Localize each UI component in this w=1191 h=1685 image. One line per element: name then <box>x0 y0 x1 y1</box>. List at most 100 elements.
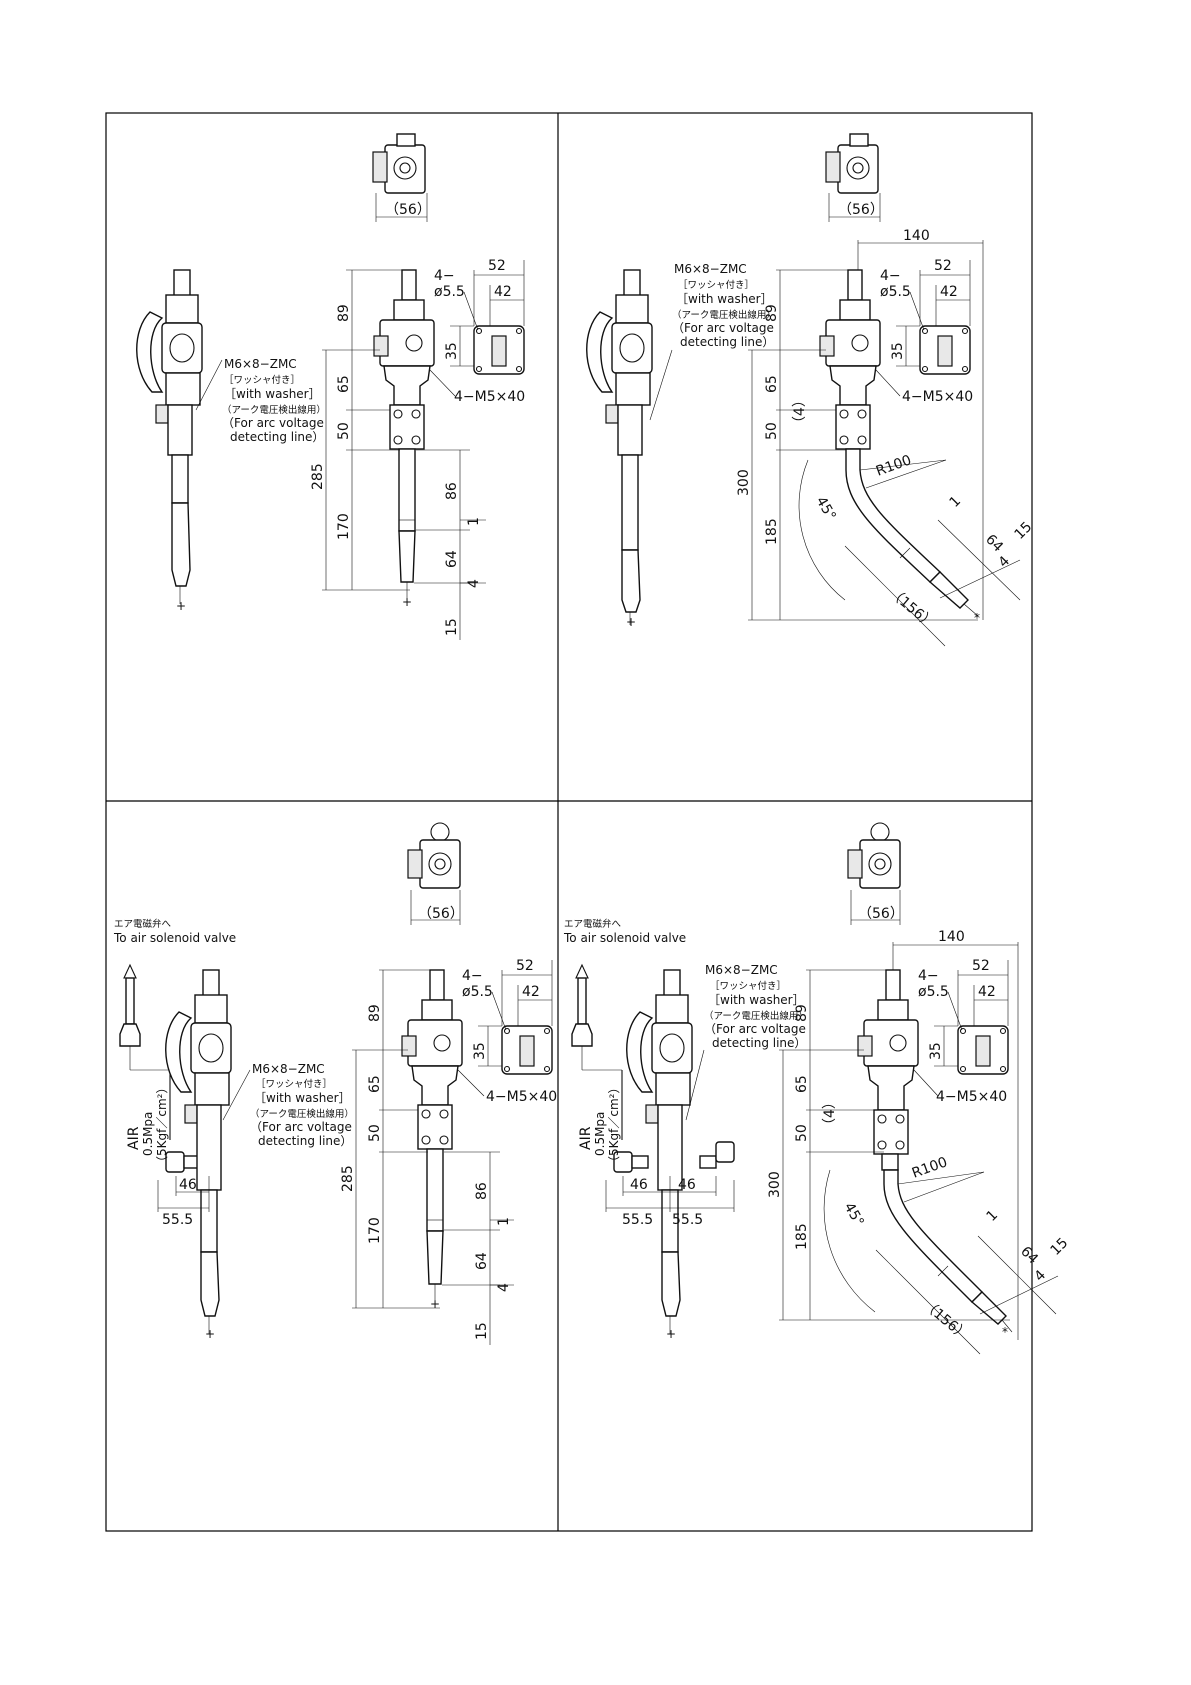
callout-en-washer: ［with washer］ <box>224 387 321 401</box>
air-jp-to: エア電磁弁へ <box>114 918 172 930</box>
svg-text:*: * <box>1002 1325 1008 1339</box>
svg-text:+: + <box>626 615 636 629</box>
dim-170: 170 <box>367 1217 383 1244</box>
callout-jp-arc: （アーク電圧検出線用） <box>672 309 776 321</box>
flange-view <box>429 260 525 397</box>
side-view-left: + <box>586 269 653 629</box>
callout-jp-washer: ［ワッシャ付き］ <box>710 981 786 992</box>
dim-holes-a: 4− <box>880 268 901 284</box>
callout-en-arc-2: detecting line） <box>258 1134 352 1148</box>
dim-35: 35 <box>472 1042 488 1060</box>
air-dim-46: 46 <box>179 1177 197 1193</box>
dim-r100: R100 <box>874 452 914 480</box>
callout-part: M6×8−ZMC <box>224 357 297 371</box>
dim-15: 15 <box>444 618 460 636</box>
dim-50: 50 <box>336 422 352 440</box>
callout-en-arc-1: （For arc voltage <box>222 416 324 430</box>
callout-jp-washer: ［ワッシャ付き］ <box>256 1079 332 1090</box>
svg-text:+: + <box>402 595 412 609</box>
svg-text:*: * <box>974 611 980 625</box>
dim-holes-b: ø5.5 <box>918 984 949 1000</box>
callout-jp-arc: （アーク電圧検出線用） <box>222 404 326 416</box>
dim-65: 65 <box>336 375 352 393</box>
dim-50: 50 <box>794 1124 810 1142</box>
dimension-chain <box>322 269 486 640</box>
dim-1: 1 <box>466 517 482 526</box>
dim-bolts: 4−M5×40 <box>936 1089 1007 1105</box>
air-dim-55: 55.5 <box>162 1212 193 1228</box>
main-view: + <box>373 269 435 609</box>
dim-50: 50 <box>367 1124 383 1142</box>
dim-156: （156） <box>919 1297 971 1344</box>
dim-35: 35 <box>444 342 460 360</box>
air-label: AIR <box>126 1126 142 1150</box>
top-view <box>825 133 881 222</box>
dim-4p: （4） <box>822 1095 838 1132</box>
air-label: AIR <box>578 1126 594 1150</box>
callout-jp-arc: （アーク電圧検出線用） <box>704 1010 808 1022</box>
dim-42: 42 <box>940 284 958 300</box>
callout-en-arc-1: （For arc voltage <box>672 321 774 335</box>
top-view <box>372 133 428 222</box>
air-dim-55a: 55.5 <box>622 1212 653 1228</box>
air-dims <box>157 1176 210 1212</box>
dim-52: 52 <box>488 258 506 274</box>
dim-285: 285 <box>340 1165 356 1192</box>
dim-140: 140 <box>938 929 965 945</box>
dim-bolts: 4−M5×40 <box>902 389 973 405</box>
air-dims <box>605 1176 735 1212</box>
dim-89: 89 <box>764 304 780 322</box>
top-view <box>407 822 461 925</box>
dim-64: 64 <box>1017 1244 1041 1268</box>
dim-89: 89 <box>794 1004 810 1022</box>
air-dim-55b: 55.5 <box>672 1212 703 1228</box>
dim-86: 86 <box>444 482 460 500</box>
dim-15: 15 <box>1048 1235 1072 1259</box>
dim-35: 35 <box>928 1042 944 1060</box>
dim-156: （156） <box>885 585 937 632</box>
dim-top-width: （56） <box>838 202 884 218</box>
dim-holes-a: 4− <box>462 968 483 984</box>
dim-42: 42 <box>978 984 996 1000</box>
air-hose <box>119 963 201 1173</box>
dim-50: 50 <box>764 422 780 440</box>
dim-4: 4 <box>466 579 482 588</box>
panel-bent-no-air: （56） + M6×8−ZMC ［ワッシャ付き］ ［with washer］ （… <box>586 133 1035 647</box>
dim-bolts: 4−M5×40 <box>454 389 525 405</box>
dim-52: 52 <box>516 958 534 974</box>
dim-185: 185 <box>794 1223 810 1250</box>
callout-part: M6×8−ZMC <box>252 1062 325 1076</box>
dim-170: 170 <box>336 513 352 540</box>
flange-view <box>857 240 984 620</box>
air-en-to: To air solenoid valve <box>113 931 236 945</box>
svg-text:+: + <box>430 1297 440 1311</box>
side-view-left: + <box>165 969 232 1341</box>
dim-top-width: （56） <box>385 202 431 218</box>
callout-en-washer: ［with washer］ <box>254 1091 351 1105</box>
dim-300: 300 <box>736 469 752 496</box>
panel-straight-air: （56） エア電磁弁へ To air solenoid valve AIR 0.… <box>113 822 557 1345</box>
callout-connector: M6×8−ZMC ［ワッシャ付き］ ［with washer］ （アーク電圧検出… <box>649 262 776 421</box>
dim-holes-b: ø5.5 <box>434 284 465 300</box>
dim-4: 4 <box>996 553 1014 571</box>
dim-holes-b: ø5.5 <box>880 284 911 300</box>
dim-65: 65 <box>764 375 780 393</box>
dim-15: 15 <box>474 1322 490 1340</box>
main-view: * <box>819 269 980 625</box>
dim-140: 140 <box>903 228 930 244</box>
dim-42: 42 <box>522 984 540 1000</box>
callout-connector: M6×8−ZMC ［ワッシャ付き］ ［with washer］ （アーク電圧検出… <box>685 963 808 1121</box>
air-kgf: （5Kgf／cm²） <box>607 1082 621 1168</box>
dim-64: 64 <box>444 550 460 568</box>
dim-89: 89 <box>336 304 352 322</box>
callout-jp-washer: ［ワッシャ付き］ <box>224 375 300 386</box>
air-dim-46b: 46 <box>678 1177 696 1193</box>
dim-4: 4 <box>1032 1267 1050 1285</box>
callout-part: M6×8−ZMC <box>674 262 747 276</box>
dim-42: 42 <box>494 284 512 300</box>
dim-angle: 45° <box>841 1200 867 1230</box>
air-en-to: To air solenoid valve <box>563 931 686 945</box>
dimension-chain <box>352 969 514 1345</box>
main-view: + <box>401 969 463 1311</box>
